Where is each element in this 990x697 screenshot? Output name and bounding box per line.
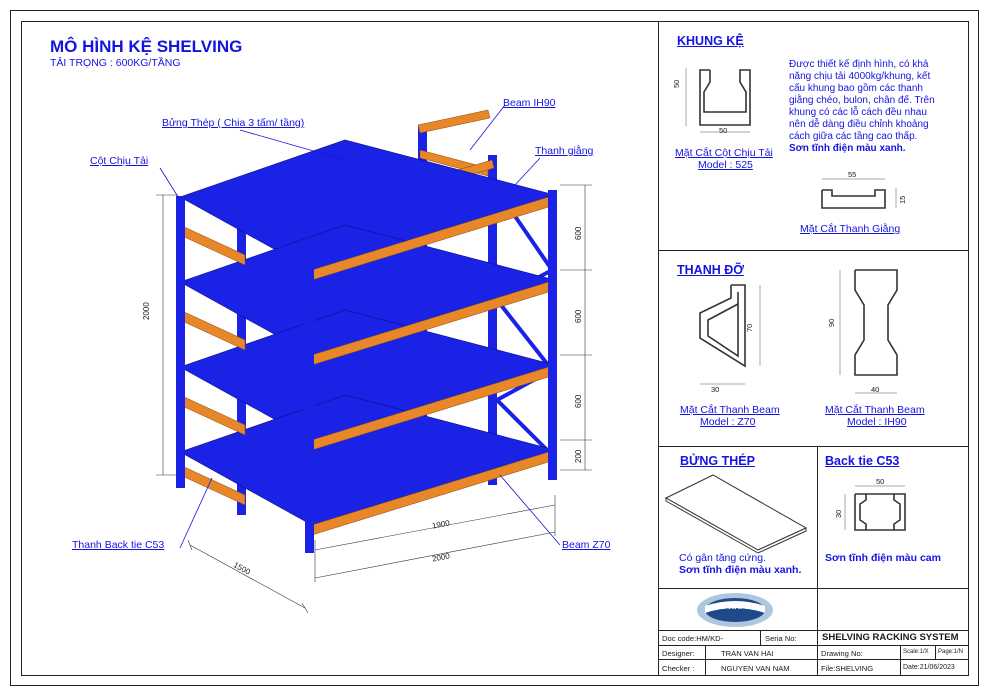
tb-checker-label: Checker :	[662, 664, 695, 673]
tb-scale: Scale:1/X	[903, 649, 929, 655]
tb-drawing-no: Drawing No:	[821, 649, 863, 658]
panel-divider	[658, 21, 659, 676]
z70-caption: Mặt Cắt Thanh Beam	[680, 404, 780, 416]
title-block-top	[658, 588, 969, 589]
tb-designer-label: Designer:	[662, 649, 695, 658]
callout-bung-thep: Bửng Thép ( Chia 3 tấm/ tầng)	[162, 117, 305, 129]
bung-thep-paint: Sơn tĩnh điện màu xanh.	[679, 564, 802, 576]
drawing-subtitle: TẢI TRỌNG : 600KG/TẦNG	[50, 57, 181, 69]
drawing-title: MÔ HÌNH KỆ SHELVING	[50, 37, 243, 56]
column-model: Model : 525	[698, 159, 753, 171]
thanh-do-heading: THANH ĐỠ	[677, 263, 744, 277]
tb-page: Page:1/N	[938, 649, 964, 655]
bung-backtie-divider	[817, 446, 818, 588]
tb-seria: Seria No:	[765, 634, 797, 643]
tb-col-b	[705, 645, 706, 676]
tb-date: Date:21/06/2023	[903, 664, 955, 671]
callout-thanh-back-tie: Thanh Back tie C53	[72, 539, 165, 551]
tb-file: File:SHELVING	[821, 664, 874, 673]
tb-col-d	[900, 645, 901, 676]
back-tie-heading: Back tie C53	[825, 454, 900, 468]
back-tie-dim-w: 50	[876, 477, 885, 486]
tb-col-c	[817, 630, 818, 676]
brace-dim-w: 55	[848, 170, 857, 179]
sheet-inner-border	[21, 21, 969, 676]
callout-thanh-giang: Thanh giằng	[535, 145, 594, 157]
logo-text: CƠ KHÍ 3S	[714, 602, 755, 611]
tb-row-2-top	[658, 645, 969, 646]
khung-ke-heading: KHUNG KỆ	[677, 34, 744, 48]
brace-caption: Mặt Cắt Thanh Giằng	[800, 223, 901, 235]
tb-col-a	[760, 630, 761, 645]
tb-system: SHELVING RACKING SYSTEM	[822, 632, 959, 643]
bung-thep-heading: BỬNG THÉP	[680, 454, 755, 468]
z70-model: Model : Z70	[700, 416, 756, 428]
tb-col-e	[935, 645, 936, 659]
column-caption: Mặt Cắt Cột Chịu Tải	[675, 147, 773, 159]
ih90-model: Model : IH90	[847, 416, 907, 428]
z70-dim-w: 30	[711, 385, 720, 394]
tb-row-1-top	[658, 630, 969, 631]
khung-ke-description: Được thiết kế định hình, có khả năng chị…	[789, 59, 935, 154]
tb-designer: TRAN VAN HAI	[721, 649, 774, 658]
tb-checker: NGUYEN VAN NAM	[721, 664, 790, 673]
section-divider-bung-thep	[658, 446, 969, 447]
callout-beam-ih90: Beam IH90	[503, 97, 556, 109]
ih90-dim-w: 40	[871, 385, 880, 394]
ih90-caption: Mặt Cắt Thanh Beam	[825, 404, 925, 416]
callout-beam-z70: Beam Z70	[562, 539, 611, 551]
back-tie-paint: Sơn tĩnh điện màu cam	[825, 552, 941, 564]
logo-divider	[817, 588, 818, 630]
callout-cot-chiu-tai: Cột Chịu Tải	[90, 155, 149, 167]
tb-doc-code: Doc code:HM/KD-	[662, 634, 724, 643]
sheet-outer-border	[10, 10, 979, 686]
section-divider-thanh-do	[658, 250, 969, 251]
tb-row-3-top	[658, 659, 969, 660]
bung-thep-note: Có gân tăng cứng.	[679, 552, 767, 564]
column-dim-w: 50	[719, 126, 728, 135]
